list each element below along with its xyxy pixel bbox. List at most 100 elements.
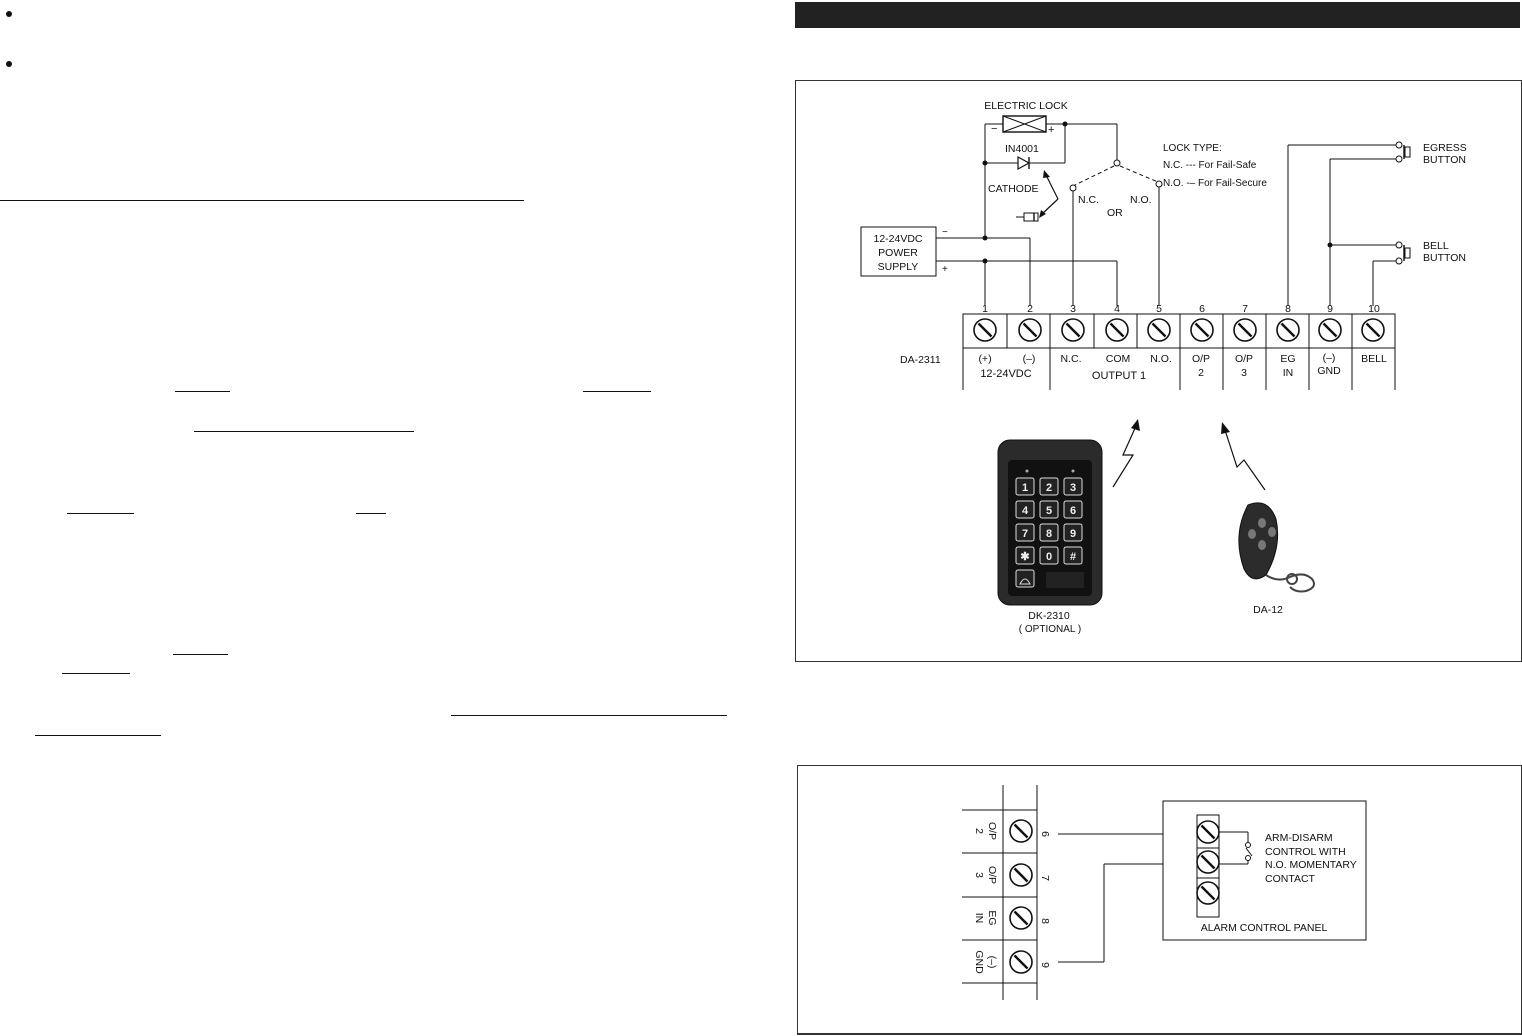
svg-text:COM: COM bbox=[1106, 353, 1131, 365]
svg-text:(–): (–) bbox=[1323, 352, 1336, 364]
remote-fob-da12 bbox=[1238, 502, 1315, 593]
svg-text:(+): (+) bbox=[978, 353, 991, 365]
svg-text:7: 7 bbox=[1039, 875, 1051, 881]
svg-text:O/P: O/P bbox=[1235, 353, 1253, 365]
terminal-number: 5 bbox=[1156, 303, 1162, 315]
svg-text:BUTTON: BUTTON bbox=[1423, 154, 1466, 166]
bell-button: BELL BUTTON bbox=[1330, 240, 1466, 265]
svg-text:(–): (–) bbox=[1023, 353, 1036, 365]
svg-text:OUTPUT 1: OUTPUT 1 bbox=[1092, 370, 1146, 382]
lock-type-no: N.O. -– For Fail-Secure bbox=[1163, 178, 1267, 189]
section-header-bar bbox=[795, 2, 1520, 28]
svg-text:8: 8 bbox=[1039, 918, 1051, 924]
underline bbox=[175, 391, 230, 392]
keypad-key: 8 bbox=[1046, 528, 1052, 540]
svg-text:BELL: BELL bbox=[1361, 353, 1387, 365]
section-rule bbox=[0, 200, 524, 201]
svg-text:6: 6 bbox=[1039, 831, 1051, 837]
electric-lock-label: ELECTRIC LOCK bbox=[984, 100, 1067, 112]
bullet-2 bbox=[6, 61, 12, 67]
svg-text:3: 3 bbox=[973, 872, 985, 878]
bullet-1 bbox=[6, 11, 12, 17]
power-supply: 12-24VDC POWER SUPPLY − + bbox=[860, 226, 948, 277]
terminal-number: 7 bbox=[1242, 303, 1248, 315]
svg-text:N.O.: N.O. bbox=[1150, 353, 1172, 365]
svg-text:SUPPLY: SUPPLY bbox=[878, 261, 919, 273]
terminal-number: 1 bbox=[982, 303, 988, 315]
ps-minus: − bbox=[942, 227, 948, 238]
device-label: DA-2311 bbox=[900, 354, 941, 366]
svg-text:IN: IN bbox=[973, 913, 985, 924]
keypad-key: 9 bbox=[1070, 528, 1076, 540]
bell-icon bbox=[1019, 578, 1031, 585]
lock-minus: − bbox=[991, 123, 997, 135]
svg-text:(–): (–) bbox=[986, 956, 998, 969]
underline bbox=[356, 513, 386, 514]
underline bbox=[583, 391, 651, 392]
keypad-note: ( OPTIONAL ) bbox=[1019, 624, 1081, 635]
svg-text:12-24VDC: 12-24VDC bbox=[980, 368, 1031, 380]
keypad-key: 6 bbox=[1070, 505, 1076, 517]
terminal-number: 10 bbox=[1368, 303, 1380, 315]
electric-lock: ELECTRIC LOCK − + bbox=[984, 100, 1067, 136]
keypad-key: ✱ bbox=[1020, 551, 1029, 563]
terminal-number: 8 bbox=[1285, 303, 1291, 315]
lock-type-nc: N.C. --- For Fail-Safe bbox=[1163, 160, 1257, 171]
svg-text:EGRESS: EGRESS bbox=[1423, 142, 1467, 154]
alarm-panel-label: ALARM CONTROL PANEL bbox=[1201, 922, 1328, 934]
svg-text:CONTACT: CONTACT bbox=[1265, 873, 1316, 885]
svg-text:POWER: POWER bbox=[878, 247, 918, 259]
svg-text:O/P: O/P bbox=[1192, 353, 1210, 365]
switch-nc-label: N.C. bbox=[1078, 194, 1099, 206]
terminal-block-da2311: 1 2 3 4 5 6 7 8 9 10 (+) (–) 12-24VDC N.… bbox=[962, 303, 1396, 390]
svg-text:GND: GND bbox=[1317, 365, 1341, 377]
terminal-strip-rotated: O/P 2 6 O/P 3 7 EG IN 8 (–) GND 9 bbox=[962, 785, 1051, 1000]
keypad-dk2310: 1 2 3 4 5 6 7 8 9 ✱ 0 # bbox=[997, 439, 1103, 606]
svg-text:CONTROL WITH: CONTROL WITH bbox=[1265, 846, 1346, 858]
svg-text:EG: EG bbox=[986, 910, 998, 925]
wireless-signal-icon bbox=[1112, 419, 1140, 488]
svg-text:2: 2 bbox=[973, 828, 985, 834]
diode-in4001: IN4001 bbox=[982, 124, 1066, 171]
keypad-key: 1 bbox=[1022, 482, 1028, 494]
svg-text:3: 3 bbox=[1241, 367, 1247, 379]
underline bbox=[173, 654, 228, 655]
svg-text:N.C.: N.C. bbox=[1061, 353, 1082, 365]
underline bbox=[35, 735, 161, 736]
keypad-key: 3 bbox=[1070, 482, 1076, 494]
lock-plus: + bbox=[1048, 124, 1054, 136]
keypad-key: 2 bbox=[1046, 482, 1052, 494]
lock-type-title: LOCK TYPE: bbox=[1163, 143, 1222, 154]
terminal-number: 4 bbox=[1114, 303, 1120, 315]
switch-no-label: N.O. bbox=[1130, 194, 1152, 206]
terminal-number: 3 bbox=[1070, 303, 1076, 315]
keypad-key: 0 bbox=[1046, 551, 1052, 563]
svg-text:9: 9 bbox=[1039, 962, 1051, 968]
underline bbox=[194, 431, 414, 432]
svg-text:12-24VDC: 12-24VDC bbox=[873, 233, 922, 245]
keypad-key: 7 bbox=[1022, 528, 1028, 540]
terminal-number: 9 bbox=[1327, 303, 1333, 315]
ps-plus: + bbox=[942, 264, 948, 275]
keypad-name: DK-2310 bbox=[1028, 610, 1070, 622]
cathode-label: CATHODE bbox=[988, 183, 1039, 195]
diode-label: IN4001 bbox=[1005, 143, 1039, 155]
svg-text:IN: IN bbox=[1283, 367, 1294, 379]
svg-text:2: 2 bbox=[1198, 367, 1204, 379]
egress-button: EGRESS BUTTON bbox=[1288, 141, 1467, 166]
switch-or-label: OR bbox=[1107, 207, 1123, 219]
underline bbox=[67, 513, 134, 514]
momentary-contact-switch bbox=[1219, 831, 1253, 865]
alarm-control-panel: ALARM CONTROL PANEL bbox=[1162, 800, 1367, 941]
svg-text:BUTTON: BUTTON bbox=[1423, 252, 1466, 264]
svg-text:O/P: O/P bbox=[986, 822, 998, 840]
wireless-signal-icon bbox=[1221, 422, 1266, 491]
svg-text:O/P: O/P bbox=[986, 866, 998, 884]
svg-text:BELL: BELL bbox=[1423, 240, 1449, 252]
underline bbox=[62, 673, 130, 674]
terminal-number: 6 bbox=[1199, 303, 1205, 315]
svg-text:GND: GND bbox=[973, 950, 985, 974]
keypad-logo bbox=[1046, 572, 1084, 588]
svg-text:N.O. MOMENTARY: N.O. MOMENTARY bbox=[1265, 859, 1357, 871]
